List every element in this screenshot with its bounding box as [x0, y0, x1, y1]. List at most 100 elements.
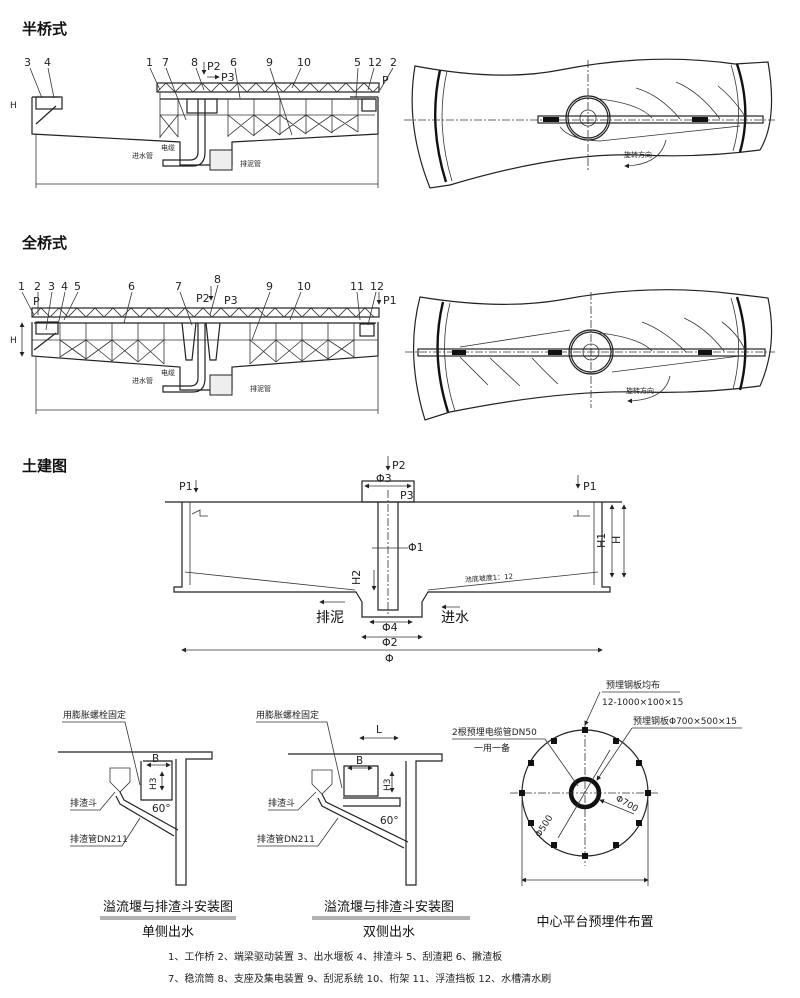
weir-single-hopper: 排渣斗 — [70, 797, 97, 809]
civil-phi-label: Φ — [385, 652, 394, 665]
half-sludge-label: 排泥管 — [240, 159, 261, 168]
civil-phi4-label: Φ4 — [382, 621, 398, 634]
tank-plan-outline — [412, 289, 773, 421]
half-p3-label: P3 — [221, 71, 235, 84]
half-p1-label: P — [382, 74, 389, 87]
civil-drain-label: 排泥 — [316, 610, 344, 626]
weir-single-angle: 60° — [152, 803, 171, 815]
weir-double-l: L — [376, 724, 382, 736]
bridge-top-chord — [31, 307, 380, 318]
half-rotation-label: 旋转方向 — [624, 150, 652, 159]
callout: 10 — [297, 280, 311, 293]
half-bridge-elevation: H 3 4 1 7 8 6 9 10 5 12 2 P2 P3 P 进水管 电缆… — [10, 56, 397, 188]
center-platform-plan: 预埋钢板均布 12-1000×100×15 预埋钢板Φ700×500×15 2根… — [452, 679, 742, 886]
callout: 3 — [24, 56, 31, 69]
callout: 7 — [175, 280, 182, 293]
callout: 8 — [191, 56, 198, 69]
civil-h-label: H — [610, 536, 623, 544]
civil-section: P1 P1 P2 P3 Φ3 Φ1 Φ4 Φ2 Φ H2 H1 H 池底坡度1：… — [165, 456, 627, 665]
bridge-plan — [537, 115, 764, 124]
bridge-top-chord — [156, 82, 380, 93]
weir-single-h3: H3 — [149, 778, 159, 791]
full-rotation-label: 旋转方向 — [626, 386, 654, 395]
half-bridge-plan: 旋转方向 — [404, 58, 775, 189]
callout: 9 — [266, 280, 273, 293]
half-bridge-callouts: 3 4 1 7 8 6 9 10 5 12 2 — [24, 56, 397, 136]
weir-double-detail: L B H3 60° 用膨胀螺栓固定 排渣斗 排渣管DN211 — [256, 709, 443, 886]
callout: 9 — [266, 56, 273, 69]
section-title-civil: 土建图 — [22, 457, 68, 475]
full-inlet-label: 进水管 — [132, 376, 153, 385]
callout: 6 — [230, 56, 237, 69]
callout: 4 — [61, 280, 68, 293]
callout: 2 — [34, 280, 41, 293]
center-column — [162, 99, 206, 167]
weir-single-subtitle: 单侧出水 — [141, 925, 194, 940]
half-inlet-label: 进水管 — [132, 151, 153, 160]
platform-plate-center: 预埋钢板Φ700×500×15 — [633, 715, 737, 727]
weir-double-angle: 60° — [380, 815, 399, 827]
wall-section — [288, 753, 443, 886]
section-title-half-bridge: 半桥式 — [22, 20, 68, 38]
full-p2-label: P2 — [196, 292, 210, 305]
weir-double-subtitle: 双侧出水 — [362, 925, 415, 940]
platform-cable-note: 一用一备 — [474, 742, 510, 754]
bridge-plan — [417, 348, 766, 357]
half-p2-label: P2 — [207, 60, 221, 73]
rotation-arrow-icon — [627, 375, 671, 404]
platform-d500: Φ500 — [534, 813, 555, 839]
weir-single-pipe: 排渣管DN211 — [70, 833, 128, 845]
half-h-label: H — [10, 101, 17, 111]
full-bridge-plan: 旋转方向 — [405, 289, 775, 421]
weir-double-title: 溢流堰与排渣斗安装图 — [323, 900, 454, 915]
civil-phi1-label: Φ1 — [408, 541, 424, 554]
civil-phi3-label: Φ3 — [376, 472, 392, 485]
platform-plates-label: 预埋钢板均布 — [606, 679, 660, 691]
full-p3-label: P3 — [224, 294, 238, 307]
callout: 1 — [18, 280, 25, 293]
tank-outline — [31, 97, 379, 166]
weir-double-h3: H3 — [383, 779, 393, 792]
callout: 10 — [297, 56, 311, 69]
weir-double-bolt: 用膨胀螺栓固定 — [256, 709, 319, 721]
civil-p1-left-label: P1 — [179, 480, 193, 493]
civil-p3-label: P3 — [400, 489, 414, 502]
center-column — [162, 323, 206, 393]
civil-inflow-label: 进水 — [441, 610, 469, 626]
rotation-arrow-icon — [624, 139, 667, 169]
weir-single-detail: B H3 60° 用膨胀螺栓固定 排渣斗 排渣管DN211 — [58, 709, 213, 886]
full-bridge-elevation: H 1 2 3 4 5 6 7 8 9 10 11 12 P P2 P3 P1 … — [10, 273, 397, 414]
half-cable-label: 电缆 — [161, 143, 175, 152]
legend-line-2: 7、稳流筒 8、支座及集电装置 9、刮泥系统 10、桁架 11、浮渣挡板 12、… — [168, 974, 552, 985]
callout: 1 — [146, 56, 153, 69]
embedded-plates — [519, 727, 651, 859]
weir-single-bolt: 用膨胀螺栓固定 — [63, 709, 126, 721]
callout: 5 — [354, 56, 361, 69]
civil-h1-label: H1 — [595, 533, 608, 548]
full-h-label: H — [10, 336, 17, 346]
weir-double-b: B — [356, 755, 363, 767]
civil-slope-label: 池底坡度1：12 — [465, 572, 514, 584]
full-cable-label: 电缆 — [161, 368, 175, 377]
callout: 6 — [128, 280, 135, 293]
callout: 11 — [350, 280, 364, 293]
weir-double-hopper: 排渣斗 — [268, 797, 295, 809]
full-bridge-callouts: 1 2 3 4 5 6 7 8 9 10 11 12 — [18, 273, 384, 341]
full-sludge-label: 排泥管 — [250, 384, 271, 393]
weir-single-b: B — [152, 753, 159, 765]
civil-h2-label: H2 — [350, 570, 363, 585]
civil-p2-label: P2 — [392, 459, 406, 472]
callout: 7 — [162, 56, 169, 69]
callout: 12 — [368, 56, 382, 69]
full-p-left-label: P — [33, 295, 40, 308]
legend-line-1: 1、工作桥 2、端梁驱动装置 3、出水堰板 4、排渣斗 5、刮渣耙 6、撇渣板 — [168, 952, 503, 963]
platform-cable-pipe: 2根预埋电缆管DN50 — [452, 726, 537, 738]
tank-outline — [31, 322, 379, 391]
civil-p1-right-label: P1 — [583, 480, 597, 493]
callout: 12 — [370, 280, 384, 293]
callout: 2 — [390, 56, 397, 69]
section-title-full-bridge: 全桥式 — [22, 234, 68, 252]
platform-title: 中心平台预埋件布置 — [536, 915, 654, 930]
weir-double-pipe: 排渣管DN211 — [257, 833, 315, 845]
